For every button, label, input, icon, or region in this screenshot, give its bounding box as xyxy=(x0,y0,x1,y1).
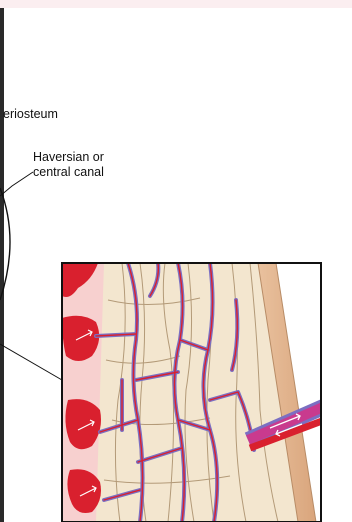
periosteum-label: eriosteum xyxy=(3,107,58,122)
leader-line-haversian xyxy=(0,172,33,196)
haversian-label-line2: central canal xyxy=(33,165,104,180)
magnified-inset xyxy=(62,263,330,522)
leader-line-zoom xyxy=(0,344,62,380)
bone-outline-arc xyxy=(0,188,10,300)
haversian-canal-label: Haversian or central canal xyxy=(33,150,104,180)
haversian-label-line1: Haversian or xyxy=(33,150,104,165)
